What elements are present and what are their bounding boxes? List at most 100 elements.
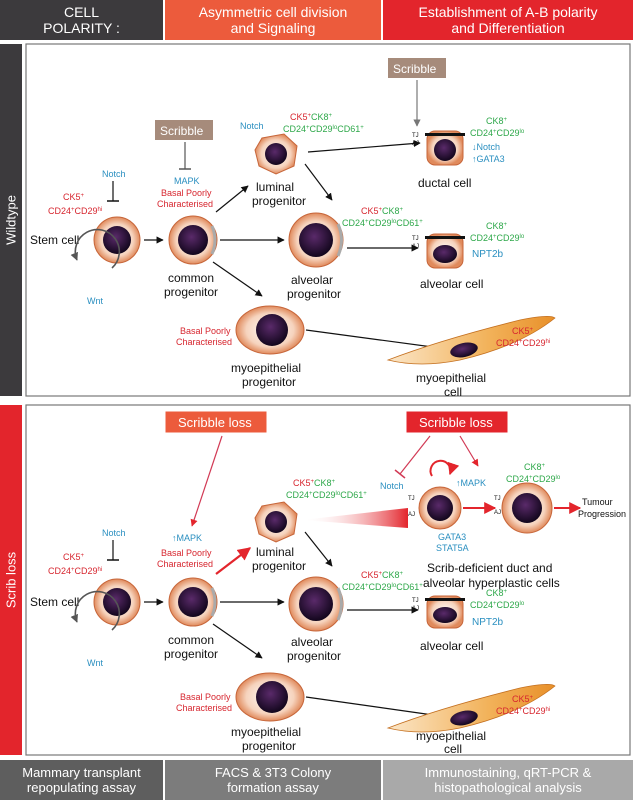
sl-myo-cd: CD24+CD29hi <box>496 706 550 716</box>
sl-alvcell-markers: CK8+ <box>486 588 508 598</box>
sl-luminal-nucleus <box>265 511 287 533</box>
footer-immuno: Immunostaining, qRT-PCR & histopathologi… <box>383 760 633 800</box>
side-label-scrib-loss: Scrib loss <box>0 405 22 755</box>
wt-alveolar-progenitor-label: progenitor <box>287 287 341 301</box>
wt-myo-prog-label1: myoepithelial <box>231 361 301 375</box>
header-asym-line2: and Signaling <box>230 20 316 36</box>
sl-arrow-luminal-alveolar <box>304 531 333 567</box>
wt-scribble-box <box>155 120 213 140</box>
footer-mammary-line1: Mammary transplant <box>22 765 141 780</box>
sl-stem-cell-label: Stem cell <box>30 595 79 609</box>
wt-alveolar-tj: TJ <box>412 236 419 242</box>
sl-stem-marker-cd: CD24+CD29hi <box>48 566 102 576</box>
wt-alv-markers: CK5+CK8+ <box>361 206 404 216</box>
footer-facs-line1: FACS & 3T3 Colony <box>214 765 332 780</box>
sl-scribble-loss-label: Scribble loss <box>178 415 252 430</box>
wt-stem-marker-ck5: CK5+ <box>63 192 85 202</box>
sl-mapk-up: ↑MAPK <box>172 533 202 543</box>
sl-notch-label: Notch <box>102 528 126 538</box>
wildtype-panel <box>25 43 631 397</box>
wt-wnt-label: Wnt <box>87 296 104 306</box>
sl-common-label: common <box>168 633 214 647</box>
footer-immuno-line1: Immunostaining, qRT-PCR & <box>424 765 592 780</box>
sl-alvcell-markers2: CD24+CD29lo <box>470 600 525 610</box>
sl-alveolar-cell-nucleus <box>433 607 457 623</box>
sl-self-loop <box>429 459 460 477</box>
wt-duct-markers: CK8+ <box>486 116 508 126</box>
sl-alveolar-progenitor-nucleus <box>299 587 333 621</box>
sl-scribble-loss-box-2 <box>405 410 509 434</box>
sl-scribloss-inhibit-line <box>399 435 431 475</box>
sl-myo-prog-label1: myoepithelial <box>231 725 301 739</box>
wt-alveolar-junction-top <box>425 236 465 239</box>
sl-myo-cell-label2: cell <box>444 742 462 756</box>
sl-mapk-up-2: ↑MAPK <box>456 478 486 488</box>
header-cell-polarity-line2: POLARITY : <box>43 20 120 36</box>
sl-scrib-def-label2: alveolar hyperplastic cells <box>423 576 560 590</box>
scrib-loss-panel <box>25 404 631 756</box>
sl-alveolar-granules <box>336 587 343 621</box>
sl-stat5a: STAT5A <box>436 543 469 553</box>
sl-arrow-common-myo <box>212 623 263 659</box>
sl-alveolar-label: alveolar <box>291 635 333 649</box>
wt-arrow-luminal-ductal <box>307 139 421 153</box>
wt-common-progenitor-nucleus <box>178 225 208 255</box>
sl-tumour-label2: Progression <box>578 509 626 519</box>
wt-myo-prog-label2: progenitor <box>242 375 296 389</box>
sl-myo-prog-label2: progenitor <box>242 739 296 753</box>
wt-duct-markers2: CD24+CD29lo <box>470 128 525 138</box>
wt-alveolar-granules <box>336 223 343 257</box>
sl-hyper2-aj: AJ <box>494 510 501 516</box>
wt-luminal-markers: CK5+CK8+ <box>290 112 333 122</box>
sl-myo-progenitor-nucleus <box>256 681 288 713</box>
sl-alveolar-cell-label: alveolar cell <box>420 639 483 653</box>
wt-scribble-label: Scribble <box>160 124 204 138</box>
sl-scribble-loss-box <box>164 410 268 434</box>
wt-myo-cd: CD24+CD29hi <box>496 338 550 348</box>
wt-arrow-common-myo <box>212 261 263 297</box>
wt-arrow-myo <box>305 329 441 351</box>
sl-myo-basal-poorly: Basal Poorly <box>180 692 231 702</box>
wt-characterised: Characterised <box>157 199 213 209</box>
sl-myo-cell-nucleus <box>450 710 478 726</box>
wt-myo-progenitor-nucleus <box>256 314 288 346</box>
wt-stem-cell-label: Stem cell <box>30 233 79 247</box>
sl-hyper-tj: TJ <box>408 496 415 502</box>
sl-progenitor-label: progenitor <box>164 647 218 661</box>
sl-wnt-loop <box>70 590 121 631</box>
sl-basal-poorly: Basal Poorly <box>161 548 212 558</box>
wt-alveolar-cell-nucleus <box>433 245 457 263</box>
wt-alvcell-markers2: CD24+CD29lo <box>470 233 525 243</box>
wt-arrow-common-luminal <box>215 185 249 213</box>
wt-common-label: common <box>168 271 214 285</box>
sl-alveolar-tj: TJ <box>412 598 419 604</box>
sl-tumour-label1: Tumour <box>582 497 613 507</box>
sl-stem-nucleus <box>103 588 131 616</box>
wt-notch-label: Notch <box>102 169 126 179</box>
sl-hyper-nucleus-1 <box>427 495 453 521</box>
sl-arrow-scribloss-mapk <box>459 435 479 467</box>
sl-hyper2-markers: CK8+ <box>524 462 546 472</box>
wt-stem-marker-cd: CD24+CD29hi <box>48 206 102 216</box>
wt-gata3-up: ↑GATA3 <box>472 154 505 164</box>
sl-alv-markers2: CD24+CD29loCD61+ <box>342 582 423 592</box>
wt-alvcell-markers: CK8+ <box>486 221 508 231</box>
wt-alveolar-progenitor-nucleus <box>299 223 333 257</box>
sl-common-granules <box>210 587 217 617</box>
sl-gata3: GATA3 <box>438 532 466 542</box>
wt-basal-poorly: Basal Poorly <box>161 188 212 198</box>
wt-myo-characterised: Characterised <box>176 337 232 347</box>
wt-myo-ck5: CK5+ <box>512 326 534 336</box>
sl-alveolar-aj: AJ <box>412 606 419 612</box>
wt-ductal-tj: TJ <box>412 133 419 139</box>
sl-arrow-scribloss-common <box>190 435 223 527</box>
wt-myo-cell-nucleus <box>450 342 478 358</box>
sl-scrib-def-label1: Scrib-deficient duct and <box>427 561 552 575</box>
side-label-wildtype: Wildtype <box>0 44 22 396</box>
wt-mapk-label: MAPK <box>174 176 200 186</box>
sl-luminal-markers2: CD24+CD29loCD61+ <box>286 490 367 500</box>
header-cell-polarity: CELL POLARITY : <box>0 0 163 40</box>
wt-notch2-label: Notch <box>240 121 264 131</box>
wt-myoepithelial-cell <box>386 316 556 365</box>
wt-alveolar-label: alveolar <box>291 273 333 287</box>
